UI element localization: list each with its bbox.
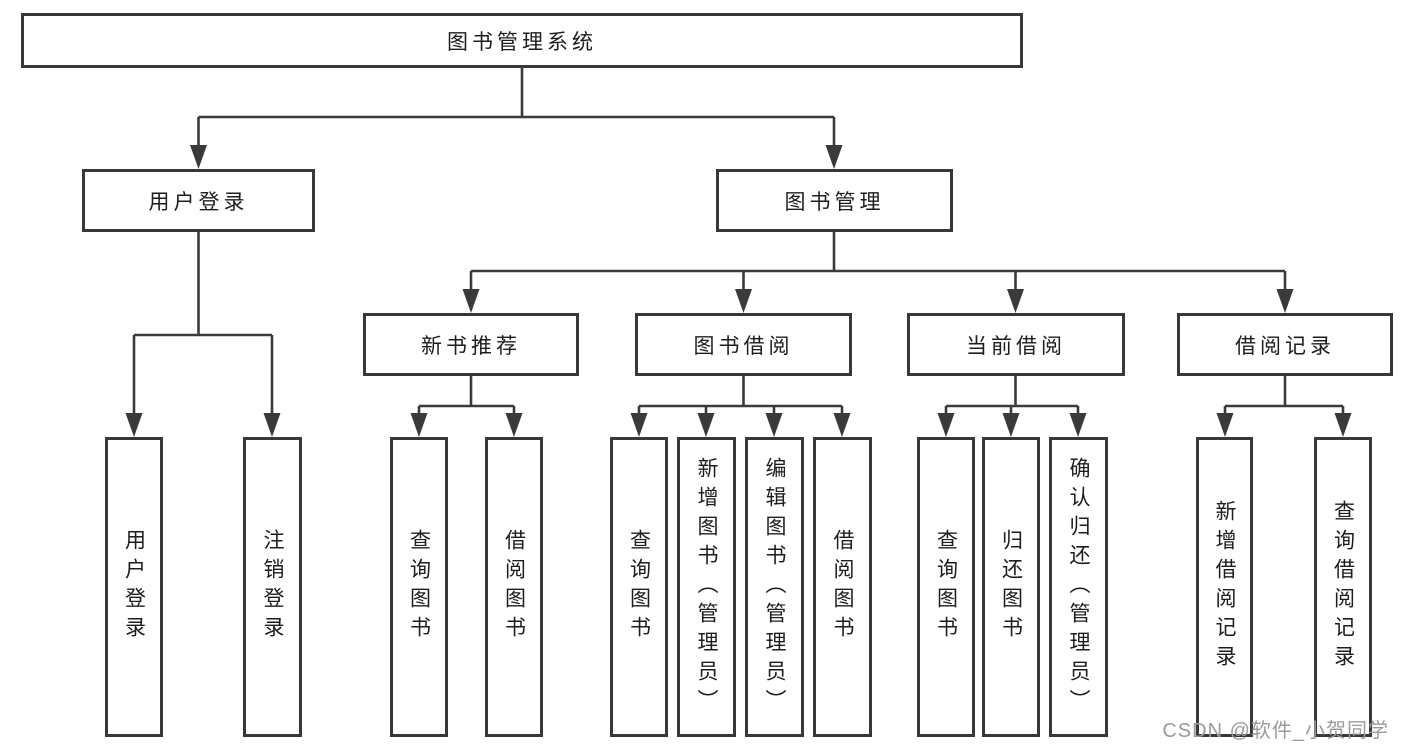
leaf-edit-books-admin: 编辑图书（管理员） — [745, 437, 804, 737]
leaf-borrow-books: 借阅图书 — [813, 437, 872, 737]
leaf-label: 归还图书 — [999, 529, 1023, 645]
leaf-add-books-admin: 新增图书（管理员） — [677, 437, 736, 737]
leaf-label: 用户登录 — [122, 529, 146, 645]
leaf-return-books: 归还图书 — [982, 437, 1040, 737]
leaf-label: 查询图书 — [627, 529, 651, 645]
node-book-management: 图书管理 — [716, 169, 953, 232]
node-label: 用户登录 — [148, 190, 249, 214]
leaf-label: 借阅图书 — [502, 529, 526, 645]
leaf-label: 新增借阅记录 — [1213, 500, 1236, 674]
leaf-label: 借阅图书 — [831, 529, 854, 645]
node-book-borrowing: 图书借阅 — [635, 313, 852, 376]
node-label: 图书管理 — [784, 190, 885, 214]
leaf-query-borrow-record: 查询借阅记录 — [1314, 437, 1372, 737]
leaf-label: 注销登录 — [261, 529, 284, 645]
node-current-borrowing: 当前借阅 — [907, 313, 1125, 376]
node-label: 借阅记录 — [1235, 334, 1335, 358]
node-label: 当前借阅 — [966, 334, 1066, 358]
leaf-label: 查询借阅记录 — [1331, 500, 1355, 674]
leaf-label: 查询图书 — [934, 529, 958, 645]
leaf-add-borrow-record: 新增借阅记录 — [1196, 437, 1253, 737]
node-label: 图书借阅 — [693, 334, 794, 358]
node-user-login: 用户登录 — [82, 169, 315, 232]
node-new-book-recommend: 新书推荐 — [363, 313, 579, 376]
leaf-label: 新增图书（管理员） — [695, 456, 718, 718]
csdn-watermark: CSDN @软件_小贺同学 — [1162, 720, 1389, 742]
node-borrowing-records: 借阅记录 — [1177, 313, 1393, 376]
leaf-recommend-borrow-books: 借阅图书 — [485, 437, 543, 737]
node-label: 图书管理系统 — [447, 30, 597, 54]
leaf-borrow-query-books: 查询图书 — [610, 437, 668, 737]
node-label: 新书推荐 — [421, 334, 521, 358]
leaf-logout: 注销登录 — [243, 437, 302, 737]
leaf-current-query-books: 查询图书 — [917, 437, 975, 737]
node-library-management-system: 图书管理系统 — [21, 13, 1023, 68]
leaf-label: 确认归还（管理员） — [1067, 456, 1090, 718]
leaf-confirm-return-admin: 确认归还（管理员） — [1049, 437, 1108, 737]
leaf-label: 编辑图书（管理员） — [763, 456, 786, 718]
leaf-user-login: 用户登录 — [105, 437, 163, 737]
leaf-label: 查询图书 — [407, 529, 431, 645]
leaf-recommend-query-books: 查询图书 — [390, 437, 448, 737]
